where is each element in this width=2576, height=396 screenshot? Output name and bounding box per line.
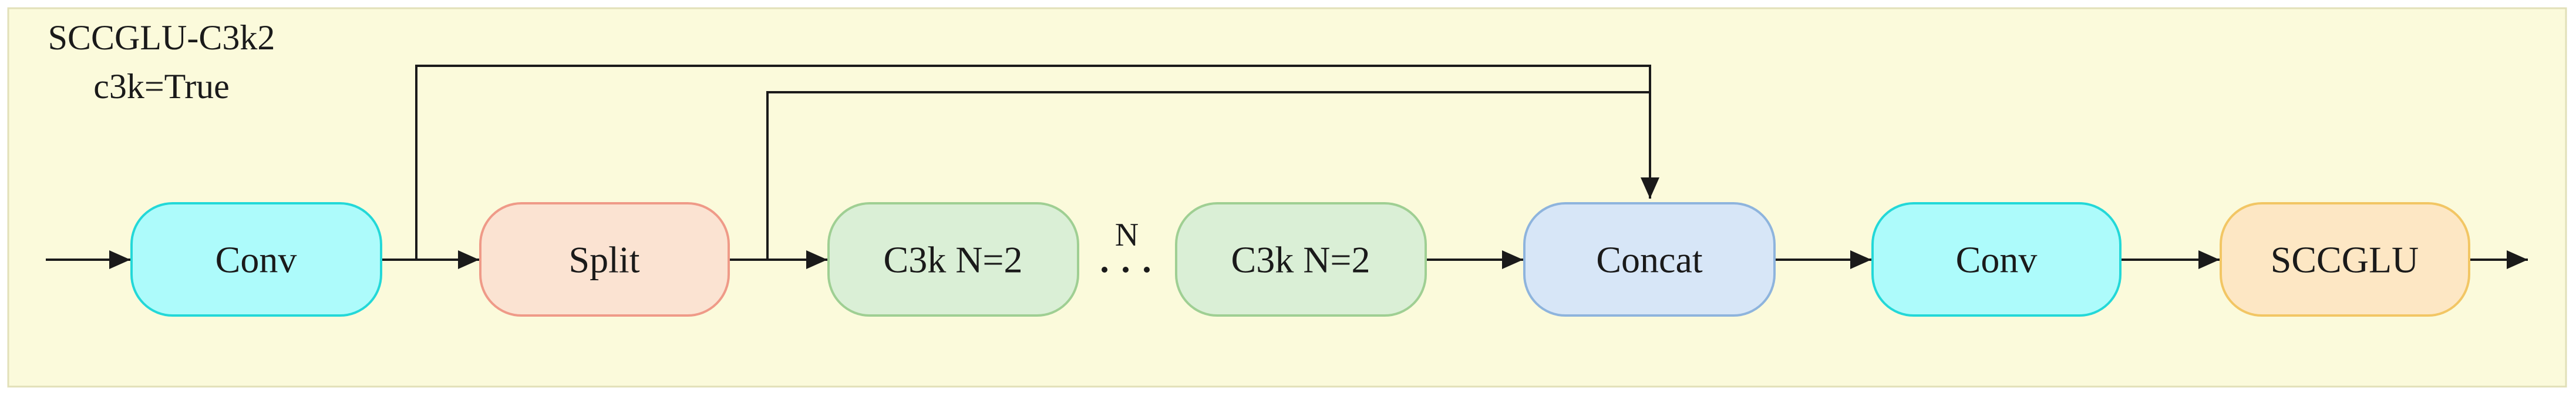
svg-text:C3k N=2: C3k N=2 bbox=[884, 239, 1023, 281]
sccglu-node: SCCGLU bbox=[2220, 202, 2470, 317]
svg-text:SCCGLU: SCCGLU bbox=[2271, 239, 2419, 281]
repeat-ellipsis bbox=[1102, 267, 1150, 273]
block-subtitle: c3k=True bbox=[93, 67, 230, 106]
svg-text:Conv: Conv bbox=[1956, 239, 2038, 281]
c3k-node-1: C3k N=2 bbox=[827, 202, 1079, 317]
skip-connection-from-conv bbox=[415, 65, 1659, 260]
split-node: Split bbox=[479, 202, 730, 317]
svg-text:C3k N=2: C3k N=2 bbox=[1231, 239, 1371, 281]
conv-node-1: Conv bbox=[130, 202, 382, 317]
svg-text:Split: Split bbox=[569, 239, 640, 281]
diagram-background bbox=[7, 7, 2567, 388]
conv-node-2: Conv bbox=[1871, 202, 2122, 317]
c3k-node-2: C3k N=2 bbox=[1175, 202, 1427, 317]
skip-connection-from-split bbox=[766, 91, 1650, 260]
block-title: SCCGLU-C3k2 bbox=[48, 18, 275, 57]
svg-text:Concat: Concat bbox=[1596, 239, 1703, 281]
concat-node: Concat bbox=[1523, 202, 1776, 317]
svg-text:Conv: Conv bbox=[215, 239, 297, 281]
repeat-count-label: N bbox=[1115, 217, 1139, 253]
